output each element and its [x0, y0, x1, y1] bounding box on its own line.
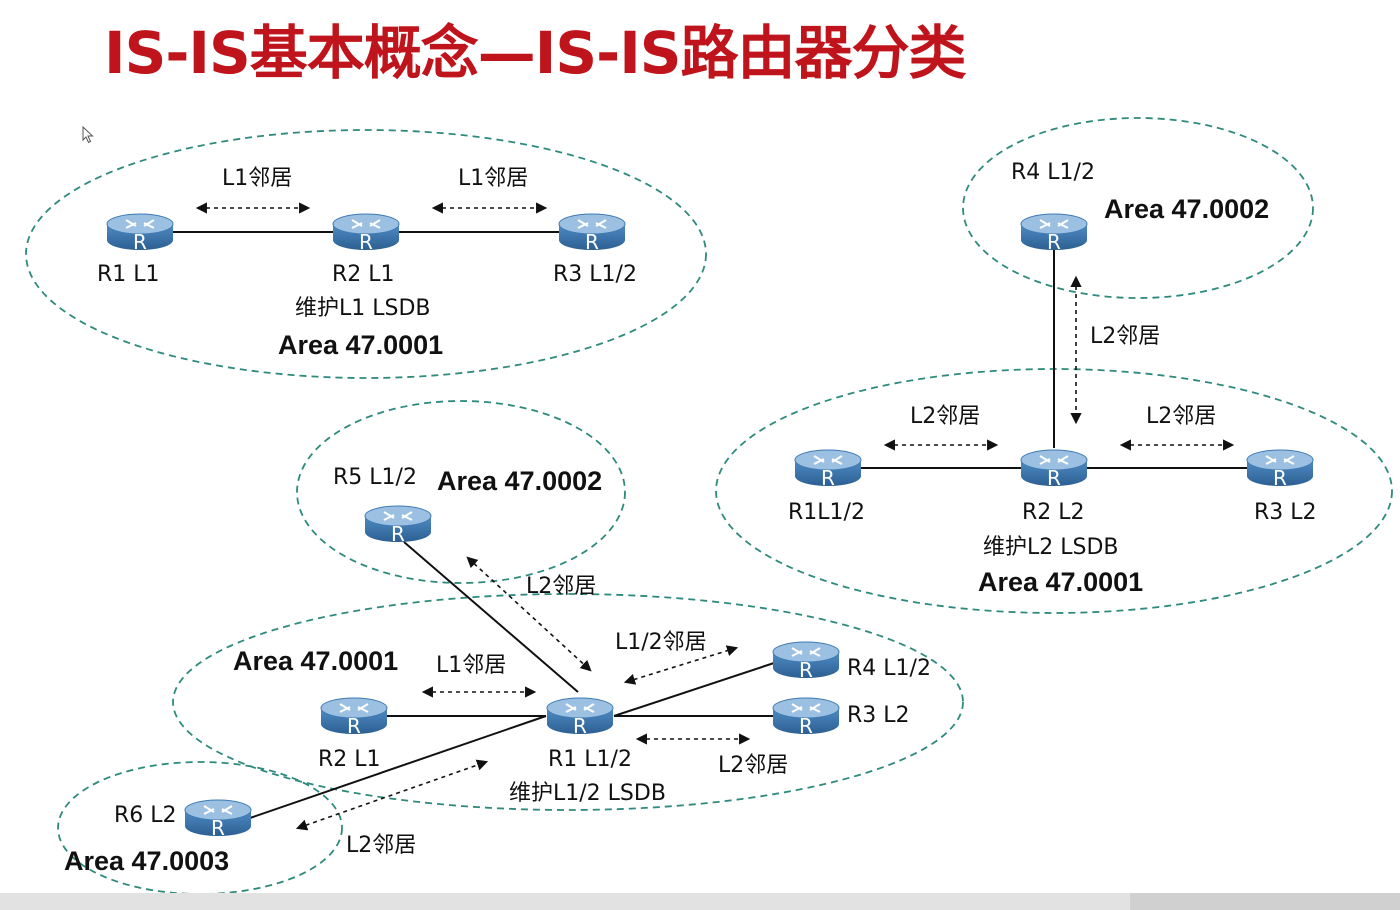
router-label: R1 L1: [97, 262, 160, 287]
svg-text:R: R: [391, 522, 405, 546]
svg-text:R: R: [1273, 466, 1287, 490]
area-label: Area 47.0002: [437, 466, 603, 496]
svg-text:R: R: [347, 714, 361, 738]
router-icon: R: [106, 213, 174, 254]
link: [613, 662, 775, 717]
router-label: R2 L1: [318, 747, 381, 772]
router-label: R1 L1/2: [548, 747, 632, 772]
svg-text:R: R: [821, 466, 835, 490]
area-label: Area 47.0003: [64, 846, 230, 876]
svg-text:R: R: [799, 714, 813, 738]
adjacency-label: L2邻居: [526, 574, 597, 599]
router-icon: R: [558, 213, 626, 254]
router-label: R4 L1/2: [847, 656, 931, 681]
adjacency-arrow: [466, 556, 592, 672]
router-icon: R: [364, 505, 432, 546]
router-label: R3 L2: [847, 703, 910, 728]
adjacency-label: L1邻居: [436, 653, 507, 678]
router-icon: R: [184, 799, 252, 840]
adjacency-label: L2邻居: [1146, 404, 1217, 429]
area-label: Area 47.0001: [233, 646, 399, 676]
router-icon: R: [772, 697, 840, 738]
svg-text:R: R: [211, 816, 225, 840]
router-icon: R: [772, 641, 840, 682]
area-label: Area 47.0001: [978, 567, 1144, 597]
svg-text:R: R: [573, 714, 587, 738]
footer-bar-accent: [1130, 893, 1400, 910]
router-icon: R: [332, 213, 400, 254]
adjacency-label: L1邻居: [458, 166, 529, 191]
router-label: R2 L1: [332, 262, 395, 287]
router-label: R6 L2: [114, 803, 177, 828]
lsdb-note: 维护L1 LSDB: [295, 296, 431, 321]
lsdb-note: 维护L1/2 LSDB: [509, 781, 666, 806]
area-boundary: [25, 129, 707, 379]
router-label: R1L1/2: [788, 500, 865, 525]
area-label: Area 47.0001: [278, 330, 444, 360]
router-icon: R: [1020, 213, 1088, 254]
router-icon: R: [546, 697, 614, 738]
footer-bar: [0, 893, 1400, 910]
router-label: R4 L1/2: [1011, 160, 1095, 185]
router-icon: R: [1246, 449, 1314, 490]
router-icon: R: [1020, 449, 1088, 490]
adjacency-label: L2邻居: [346, 833, 417, 858]
area-boundary: [962, 117, 1314, 299]
adjacency-label: L2邻居: [1090, 324, 1161, 349]
adjacency-arrow: [623, 645, 739, 685]
router-label: R3 L1/2: [553, 262, 637, 287]
area-label: Area 47.0002: [1104, 194, 1270, 224]
router-label: R3 L2: [1254, 500, 1317, 525]
router-icon: R: [794, 449, 862, 490]
svg-text:R: R: [585, 230, 599, 254]
slide-title: IS-IS基本概念—IS-IS路由器分类: [104, 19, 967, 87]
link: [249, 715, 547, 819]
area-boundary: [172, 593, 964, 811]
router-label: R2 L2: [1022, 500, 1085, 525]
adjacency-label: L1邻居: [222, 166, 293, 191]
lsdb-note: 维护L2 LSDB: [983, 535, 1119, 560]
svg-text:R: R: [1047, 466, 1061, 490]
adjacency-label: L1/2邻居: [615, 630, 707, 655]
router-label: R5 L1/2: [333, 465, 417, 490]
svg-text:R: R: [799, 658, 813, 682]
svg-text:R: R: [133, 230, 147, 254]
router-icon: R: [320, 697, 388, 738]
area-boundary: [296, 400, 626, 584]
svg-text:R: R: [1047, 230, 1061, 254]
svg-text:R: R: [359, 230, 373, 254]
adjacency-arrow: [295, 759, 489, 831]
adjacency-label: L2邻居: [718, 753, 789, 778]
adjacency-label: L2邻居: [910, 404, 981, 429]
cursor-arrow-icon: [82, 126, 94, 144]
